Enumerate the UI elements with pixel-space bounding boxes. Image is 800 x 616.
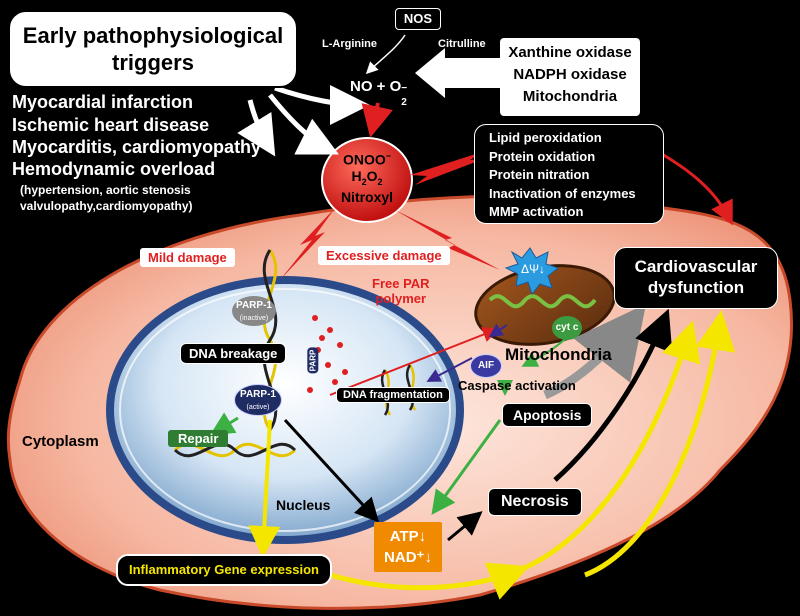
citrulline: Citrulline bbox=[438, 38, 486, 50]
mitochondria-label: Mitochondria bbox=[505, 345, 612, 364]
effect-protein-nitration: Protein nitration bbox=[489, 167, 590, 182]
trigger-note-1: (hypertension, aortic stenosis bbox=[20, 183, 191, 197]
inflammatory-gene-box: Inflammatory Gene expression bbox=[116, 554, 332, 586]
no-o2-label: NO + O−2 bbox=[350, 78, 408, 108]
source-xanthine-oxidase: Xanthine oxidase bbox=[508, 44, 632, 61]
source-mitochondria: Mitochondria bbox=[522, 88, 618, 105]
oxidative-effects-box: Lipid peroxidation Protein oxidation Pro… bbox=[474, 124, 664, 224]
trigger-item-1: Myocardial infarction bbox=[12, 92, 194, 112]
necrosis-label: Necrosis bbox=[488, 488, 582, 516]
dna-fragmentation-label: DNA fragmentation bbox=[336, 387, 450, 403]
triggers-title: Early pathophysiological triggers bbox=[22, 23, 284, 75]
parp1-active: PARP-1 (active) bbox=[234, 384, 282, 416]
trigger-item-3: Myocarditis, cardiomyopathy bbox=[12, 137, 262, 157]
excessive-damage-label: Excessive damage bbox=[318, 246, 450, 265]
atp-nad-box: ATP↓ NAD⁺↓ bbox=[374, 522, 442, 572]
oxidants-label: ONOO− H2O2 Nitroxyl bbox=[340, 151, 394, 206]
cytc-label: cyt c bbox=[552, 316, 582, 340]
trigger-item-4: Hemodynamic overload bbox=[12, 159, 216, 179]
nos-box: NOS bbox=[395, 8, 441, 30]
parp-small-label: PARP bbox=[307, 347, 319, 374]
atp-label: ATP↓ bbox=[389, 528, 427, 545]
nucleus-label: Nucleus bbox=[276, 497, 331, 513]
mild-damage-label: Mild damage bbox=[140, 248, 235, 267]
nos-label: NOS bbox=[403, 11, 433, 26]
source-nadph-oxidase: NADPH oxidase bbox=[513, 66, 627, 83]
trigger-note-2: valvulopathy,cardiomyopathy) bbox=[20, 199, 193, 213]
delta-psi-burst bbox=[504, 247, 560, 296]
parp1-inactive: PARP-1 (inactive) bbox=[232, 296, 276, 326]
triggers-title-box: Early pathophysiological triggers bbox=[8, 10, 298, 88]
par-polymer-marks bbox=[307, 315, 348, 393]
cytoplasm-label: Cytoplasm bbox=[22, 433, 99, 450]
caspase-activation-label: Caspase activation bbox=[458, 378, 576, 393]
aif-label: AIF bbox=[470, 354, 502, 378]
oxidant-circle bbox=[321, 137, 413, 223]
effect-lipid-peroxidation: Lipid peroxidation bbox=[489, 130, 602, 145]
apoptosis-label: Apoptosis bbox=[502, 403, 593, 427]
l-arginine: L-Arginine bbox=[322, 38, 377, 50]
effect-enzyme-inactivation: Inactivation of enzymes bbox=[489, 185, 636, 201]
delta-psi-label: ΔΨ↓ bbox=[521, 262, 546, 276]
cardiovascular-dysfunction-box: Cardiovascular dysfunction bbox=[614, 247, 778, 309]
repair-label: Repair bbox=[168, 430, 229, 447]
ros-sources-box: Xanthine oxidase NADPH oxidase Mitochond… bbox=[500, 38, 640, 116]
trigger-item-2: Ischemic heart disease bbox=[12, 115, 210, 135]
nad-label: NAD⁺↓ bbox=[384, 549, 432, 566]
dna-breakage-label: DNA breakage bbox=[180, 343, 287, 364]
free-par-polymer-label: Free PAR polymer bbox=[372, 276, 430, 306]
effect-mmp-activation: MMP activation bbox=[489, 204, 584, 219]
effect-protein-oxidation: Protein oxidation bbox=[489, 148, 596, 164]
